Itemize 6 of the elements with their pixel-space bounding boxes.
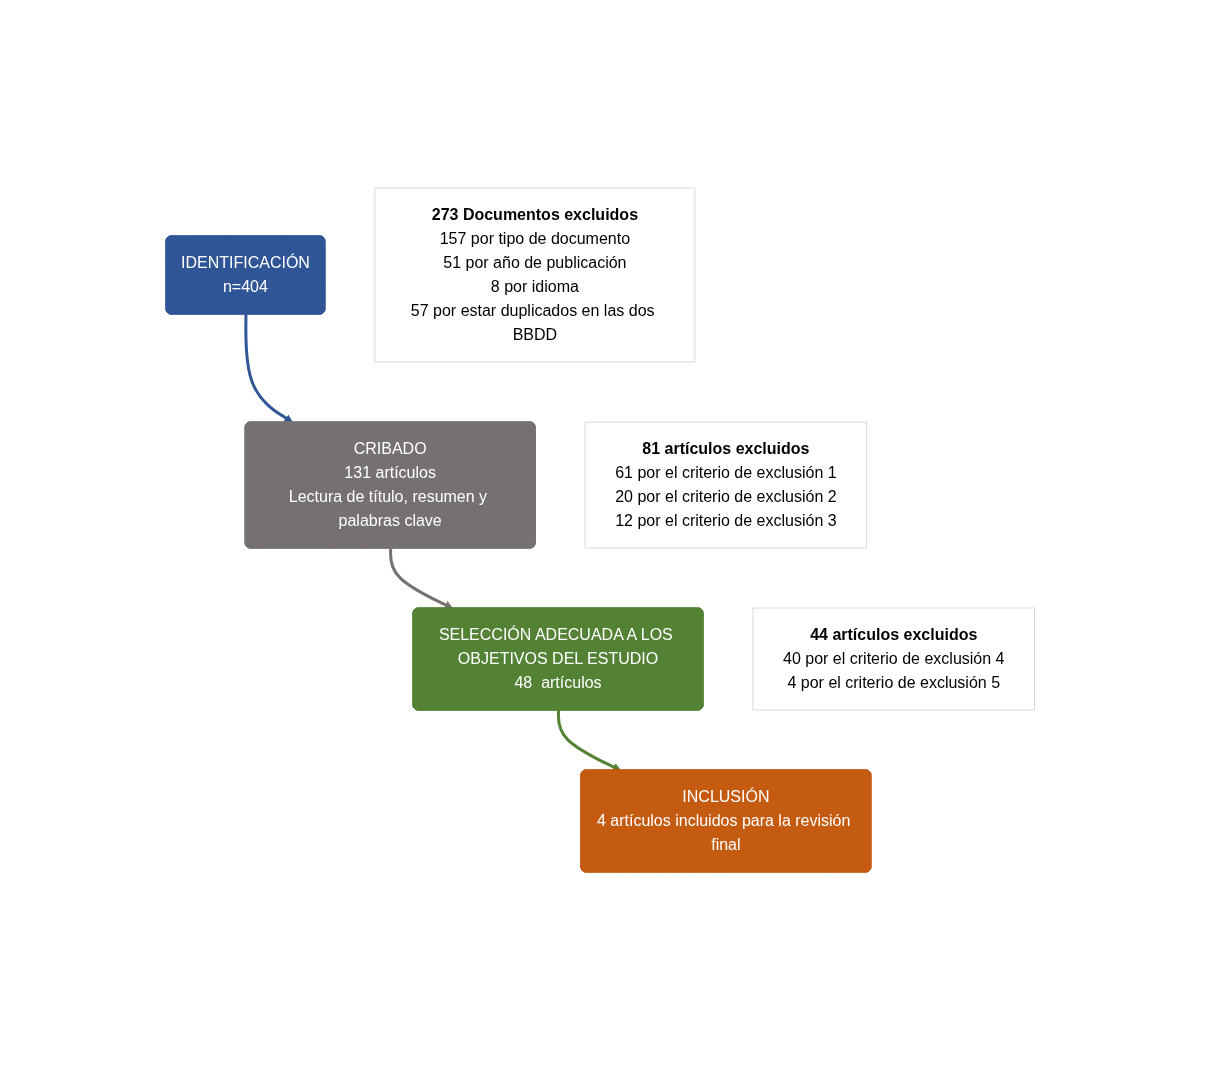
node-box: 273 Documentos excluidos 157 por tipo de documento 51 por año de publicación 8 por idioma 57 por estar duplicados en las dos BBDD	[374, 187, 696, 363]
arrow	[244, 314, 293, 423]
node-box: 81 artículos excluidos 61 por el criterio de exclusión 1 20 por el criterio de exclusión 2 12 por el criterio de exclusión 3	[584, 421, 867, 549]
arrow	[388, 548, 453, 609]
arrow	[556, 710, 621, 771]
node-box: 44 artículos excluidos 40 por el criterio de exclusión 4 4 por el criterio de exclusión 5	[752, 607, 1035, 711]
